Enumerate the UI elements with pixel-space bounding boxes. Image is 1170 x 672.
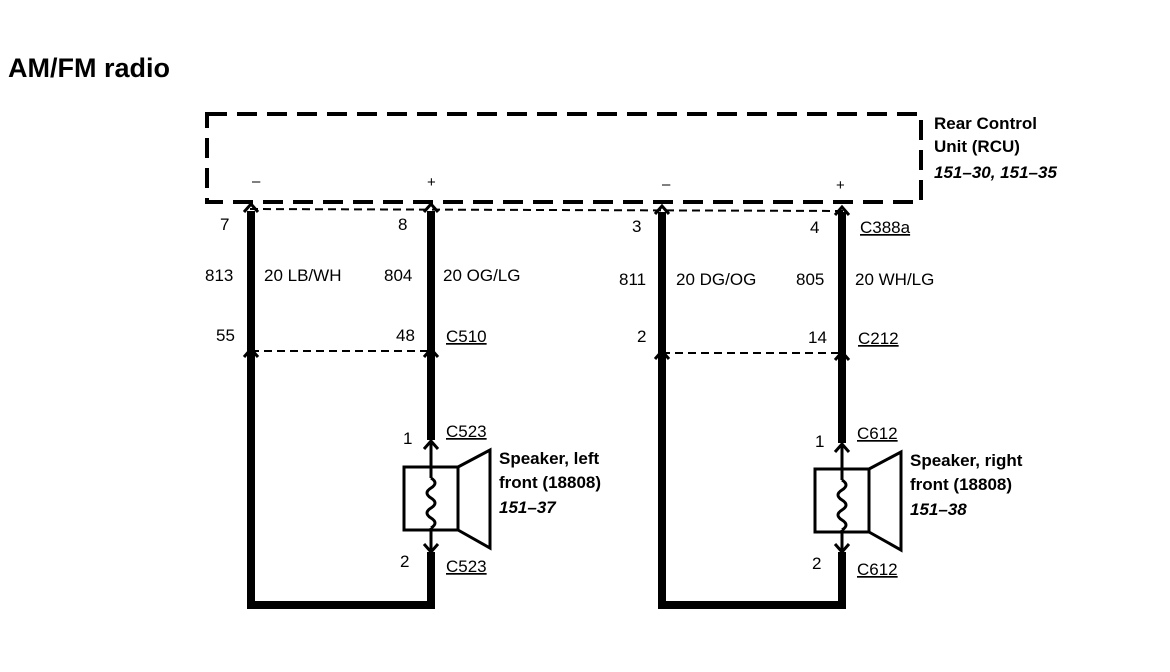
rcu-label-line2: Unit (RCU) [934,137,1020,156]
rcu-ref: 151–30, 151–35 [934,163,1057,182]
pin-label: 3 [632,217,641,236]
speaker-right-name-line1: Speaker, right [910,451,1023,470]
connector-c612-top-label: C612 [857,424,898,443]
rcu-label-line1: Rear Control [934,114,1037,133]
circuit-number: 805 [796,270,824,289]
speaker-left-name-line2: front (18808) [499,473,601,492]
speaker-left-name-line1: Speaker, left [499,449,600,468]
circuit-number: 813 [205,266,233,285]
wire-color: 20 OG/LG [443,266,520,285]
rcu-polarity-1: – [252,173,261,190]
rcu-polarity-2: + [427,174,436,191]
pin-label: 2 [637,327,646,346]
terminal-arrow [422,346,440,358]
connector-c523-top-label: C523 [446,422,487,441]
terminal-arrow [422,201,440,213]
connector-c523-bottom-label: C523 [446,557,487,576]
pin-label: 14 [808,328,827,347]
terminal-arrow [833,543,851,555]
pin-label: 1 [403,429,412,448]
speaker-left-ref: 151–37 [499,498,557,517]
terminal-arrow [653,348,671,360]
wire-811-right [658,212,846,609]
terminal-arrow [422,543,440,555]
pin-label: 1 [815,432,824,451]
connector-c388a-label: C388a [860,218,911,237]
connector-c510-label: C510 [446,327,487,346]
pin-label: 8 [398,215,407,234]
wire-813-left [247,211,435,609]
pin-label: 48 [396,326,415,345]
pin-label: 55 [216,326,235,345]
pin-label: 7 [220,215,229,234]
speaker-left-icon [402,441,492,552]
terminal-arrow [242,346,260,358]
speaker-right-ref: 151–38 [910,500,967,519]
wire-color: 20 DG/OG [676,270,756,289]
rcu-box [205,112,923,204]
pin-label: 2 [400,552,409,571]
terminal-arrow [653,203,671,215]
circuit-number: 811 [619,270,646,289]
wire-color: 20 WH/LG [855,270,934,289]
speaker-right-name-line2: front (18808) [910,475,1012,494]
pin-label: 2 [812,554,821,573]
connector-c212-label: C212 [858,329,899,348]
terminal-arrow [833,204,851,216]
diagram-title: AM/FM radio [8,53,170,83]
connector-c612-bottom-label: C612 [857,560,898,579]
circuit-number: 804 [384,266,412,285]
rcu-polarity-3: – [662,176,671,193]
pin-label: 4 [810,218,819,237]
speaker-right-icon [813,444,903,553]
wire-color: 20 LB/WH [264,266,341,285]
terminal-arrow [833,349,851,361]
rcu-polarity-4: + [836,177,845,194]
terminal-arrow [242,201,260,213]
connector-c388a-line [249,208,846,212]
